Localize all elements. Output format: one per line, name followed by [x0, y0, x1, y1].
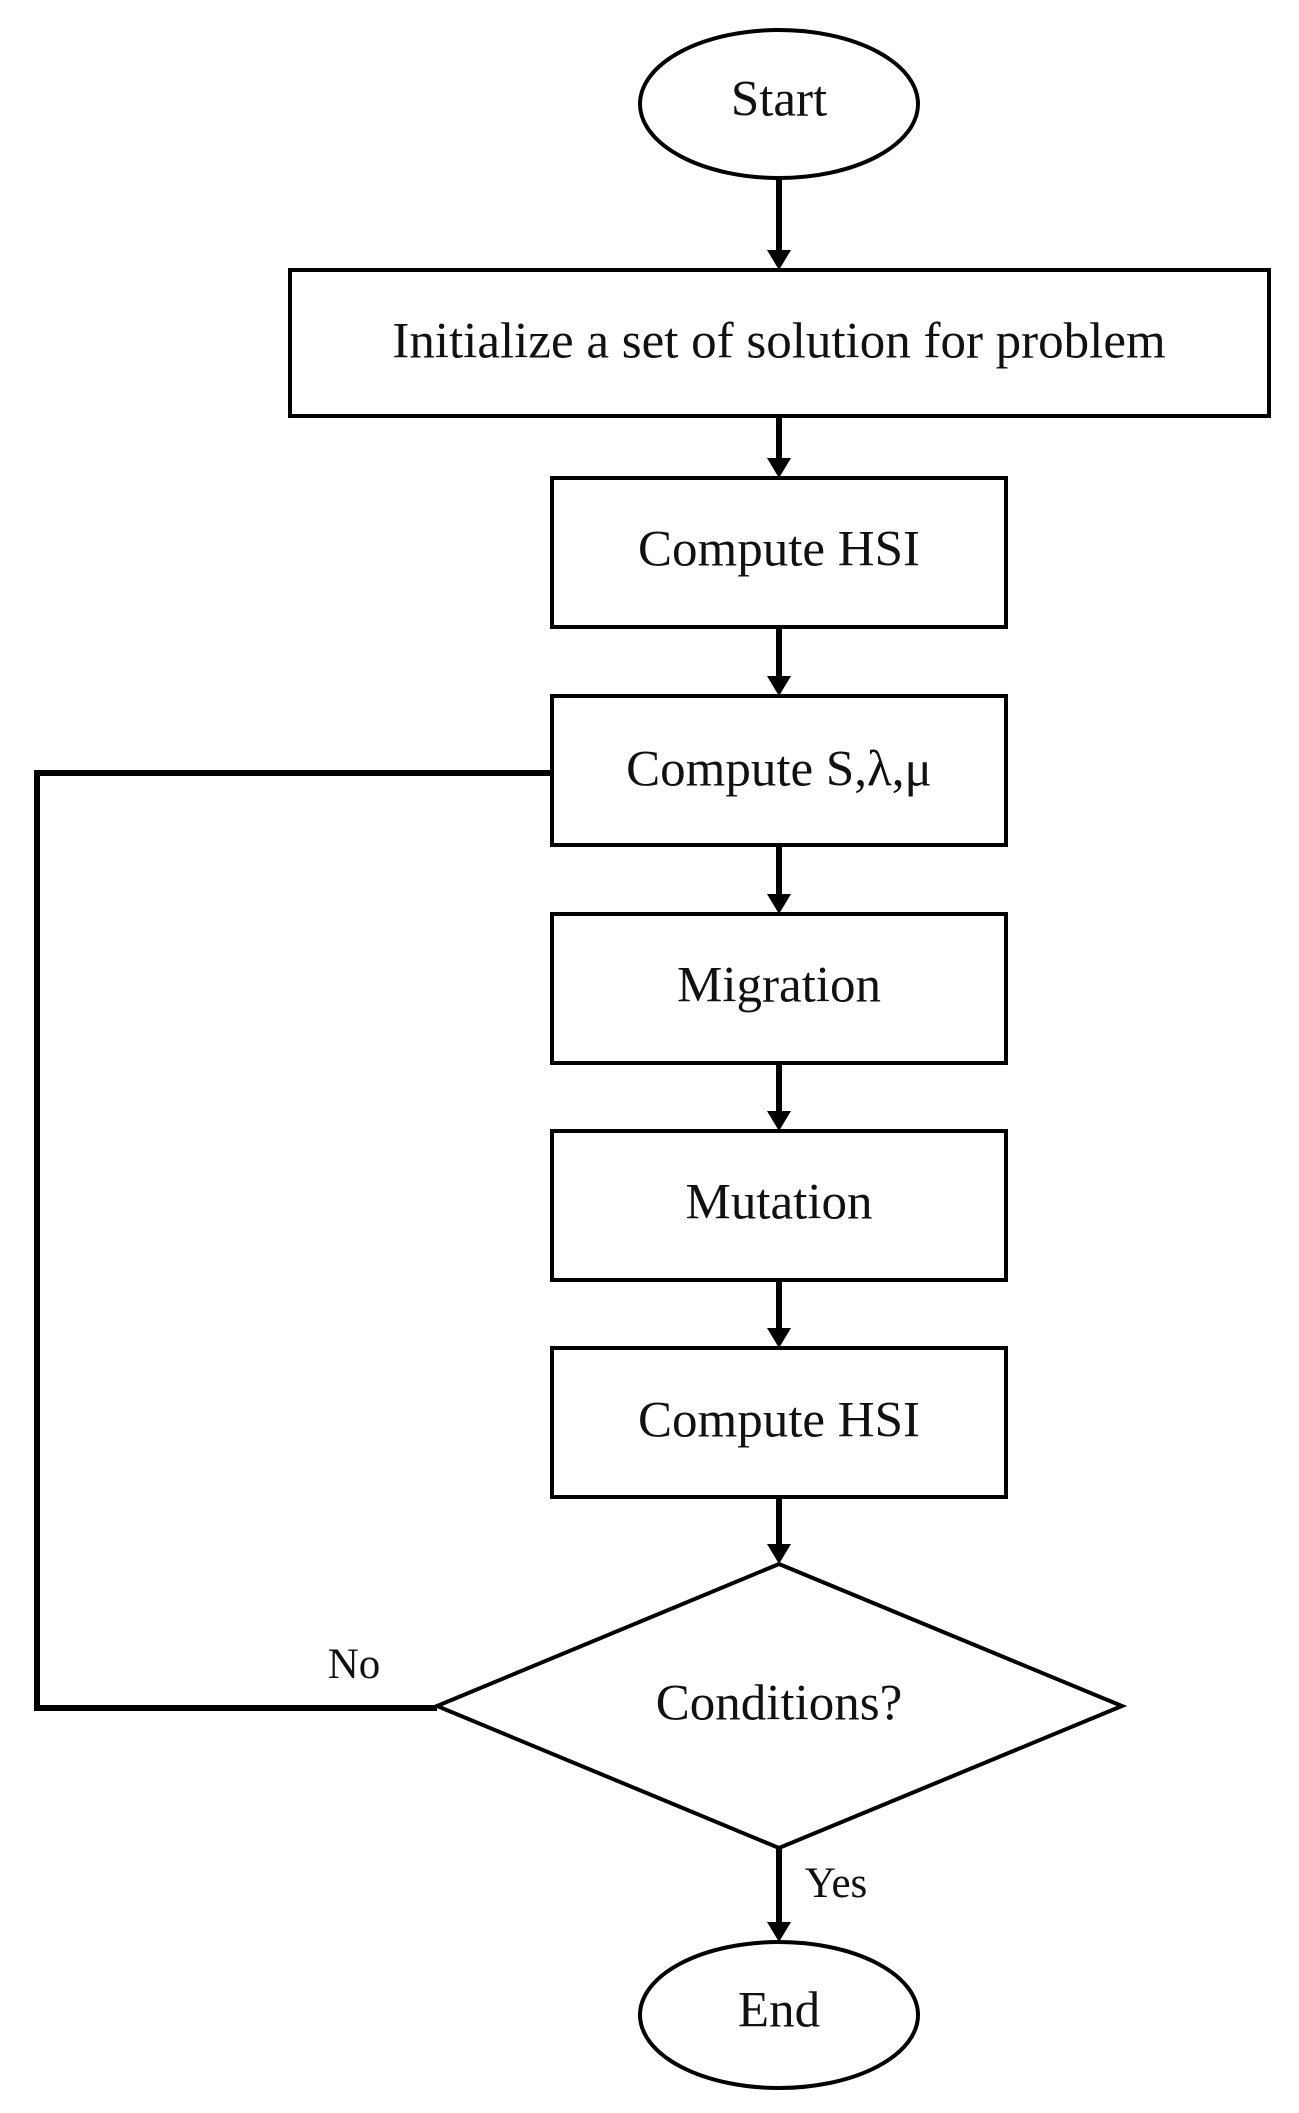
- connectors: [34, 178, 791, 1942]
- migration-label: Migration: [677, 958, 881, 1014]
- start-terminal: [638, 28, 920, 180]
- compute-params-box: [550, 694, 1008, 847]
- arrowhead-hsi2-to-condition: [767, 1544, 791, 1564]
- migration-box: [550, 912, 1008, 1065]
- no-branch-label: No: [328, 1641, 381, 1688]
- loop-back-no-path: [34, 770, 552, 1711]
- init-label: Initialize a set of solution for problem: [392, 314, 1165, 370]
- arrowhead-condition-to-end: [767, 1922, 791, 1942]
- end-terminal: [638, 1940, 920, 2090]
- arrowhead-init-to-hsi1: [767, 458, 791, 478]
- compute-hsi-box-1: [550, 476, 1008, 629]
- arrowhead-mutation-to-hsi2: [767, 1328, 791, 1348]
- condition-decision-diamond: [431, 1561, 1128, 1851]
- arrowhead-params-to-migration: [767, 894, 791, 914]
- yes-branch-label: Yes: [805, 1860, 868, 1907]
- mutation-label: Mutation: [686, 1175, 873, 1231]
- arrowhead-migration-to-mutation: [767, 1111, 791, 1131]
- init-process-box: [288, 268, 1271, 418]
- arrowhead-hsi1-to-params: [767, 676, 791, 696]
- start-label: Start: [731, 72, 827, 128]
- compute-hsi-label-2: Compute HSI: [638, 1393, 920, 1449]
- edge-labels: No Yes: [328, 1641, 868, 1907]
- compute-hsi-label-1: Compute HSI: [638, 522, 920, 578]
- compute-params-label: Compute S,λ,μ: [626, 742, 932, 798]
- arrowhead-start-to-init: [767, 250, 791, 270]
- mutation-box: [550, 1129, 1008, 1282]
- condition-label: Conditions?: [656, 1676, 903, 1732]
- nodes: Start Initialize a set of solution for p…: [288, 28, 1271, 2090]
- end-label: End: [738, 1983, 820, 2039]
- compute-hsi-box-2: [550, 1346, 1008, 1499]
